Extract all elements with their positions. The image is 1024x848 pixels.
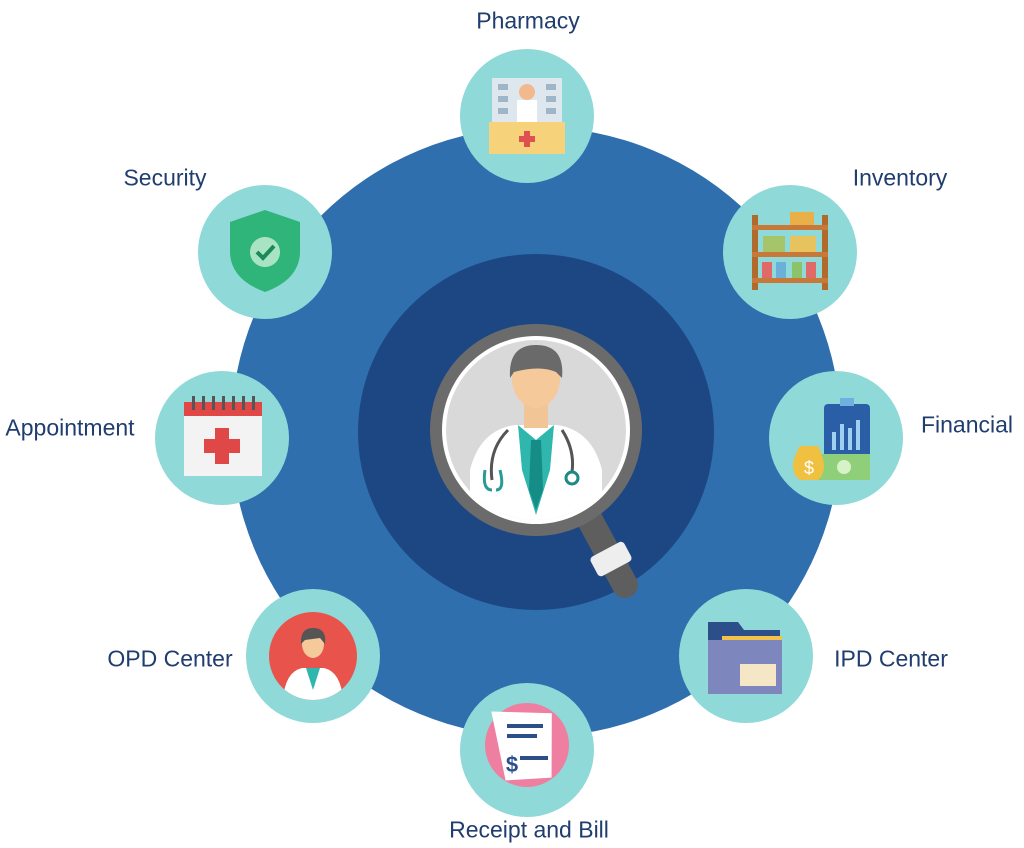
label-appointment: Appointment <box>5 414 135 441</box>
svg-text:$: $ <box>804 458 814 478</box>
label-financial: Financial <box>920 411 1014 438</box>
label-ipd-center: IPD Center <box>834 645 948 672</box>
money-report-icon: $ <box>793 398 870 480</box>
folder-icon <box>708 622 782 694</box>
receipt-icon: $ <box>485 703 569 787</box>
label-inventory: Inventory <box>852 164 948 191</box>
label-opd-center: OPD Center <box>107 645 233 672</box>
doctor-icon <box>269 612 357 700</box>
pharmacy-icon <box>489 78 565 154</box>
doctor-magnifier-icon <box>430 324 642 598</box>
label-pharmacy: Pharmacy <box>476 7 580 34</box>
calendar-icon <box>184 396 262 476</box>
label-security: Security <box>123 164 207 191</box>
svg-text:$: $ <box>506 752 518 777</box>
label-receipt-and-bill: Receipt and Bill <box>449 816 609 843</box>
shelf-icon <box>752 212 828 290</box>
shield-icon <box>230 210 300 292</box>
